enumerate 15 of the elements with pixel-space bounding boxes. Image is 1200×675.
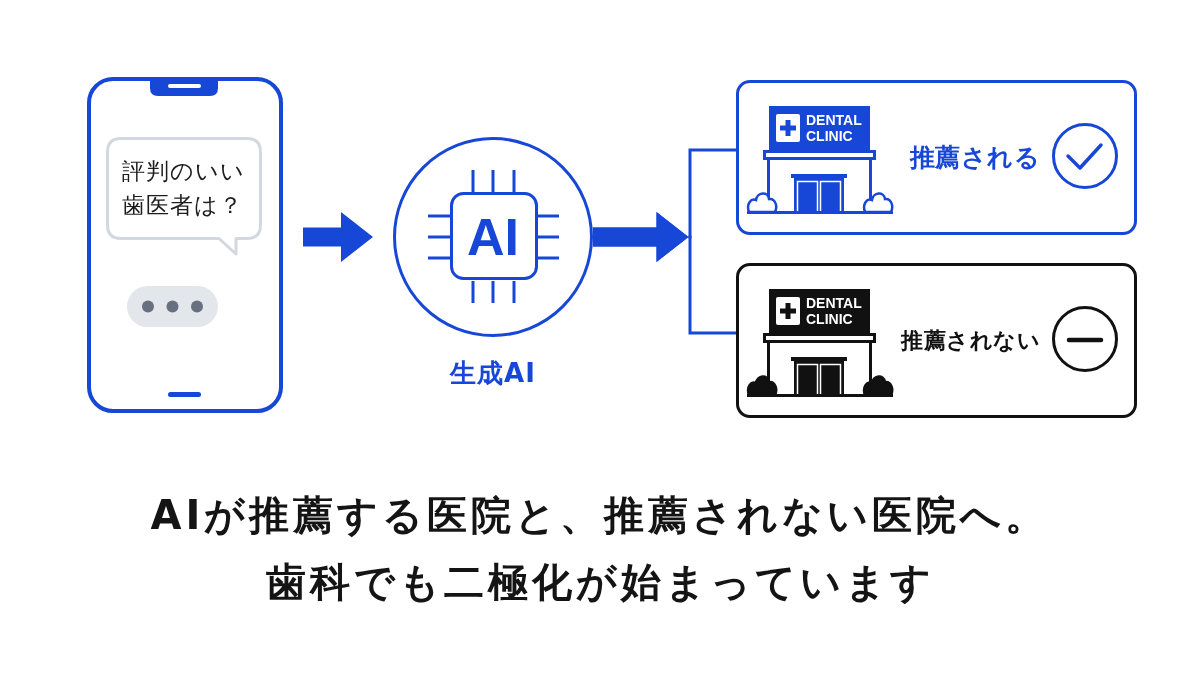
- status-label: 推薦されない: [901, 327, 1040, 354]
- block-arrow: [303, 212, 373, 262]
- sign-text: DENTAL CLINIC: [806, 295, 863, 327]
- branching-arrow: [593, 212, 736, 335]
- caption-text: AIが推薦する医院と、推薦されない医院へ。歯科でも二極化が始まっています: [149, 491, 1051, 607]
- sign-text: DENTAL CLINIC: [806, 112, 863, 144]
- clinic-sign: [769, 106, 870, 151]
- clinic-sign: [769, 289, 870, 334]
- chip-label: AI: [467, 211, 519, 263]
- result-card: [736, 263, 1137, 418]
- node-caption: 生成AI: [448, 358, 537, 388]
- question-text: 評判のいい歯医者は？: [122, 157, 246, 220]
- status-label: 推薦される: [909, 142, 1040, 173]
- result-card: [736, 80, 1137, 235]
- smartphone: [87, 77, 283, 413]
